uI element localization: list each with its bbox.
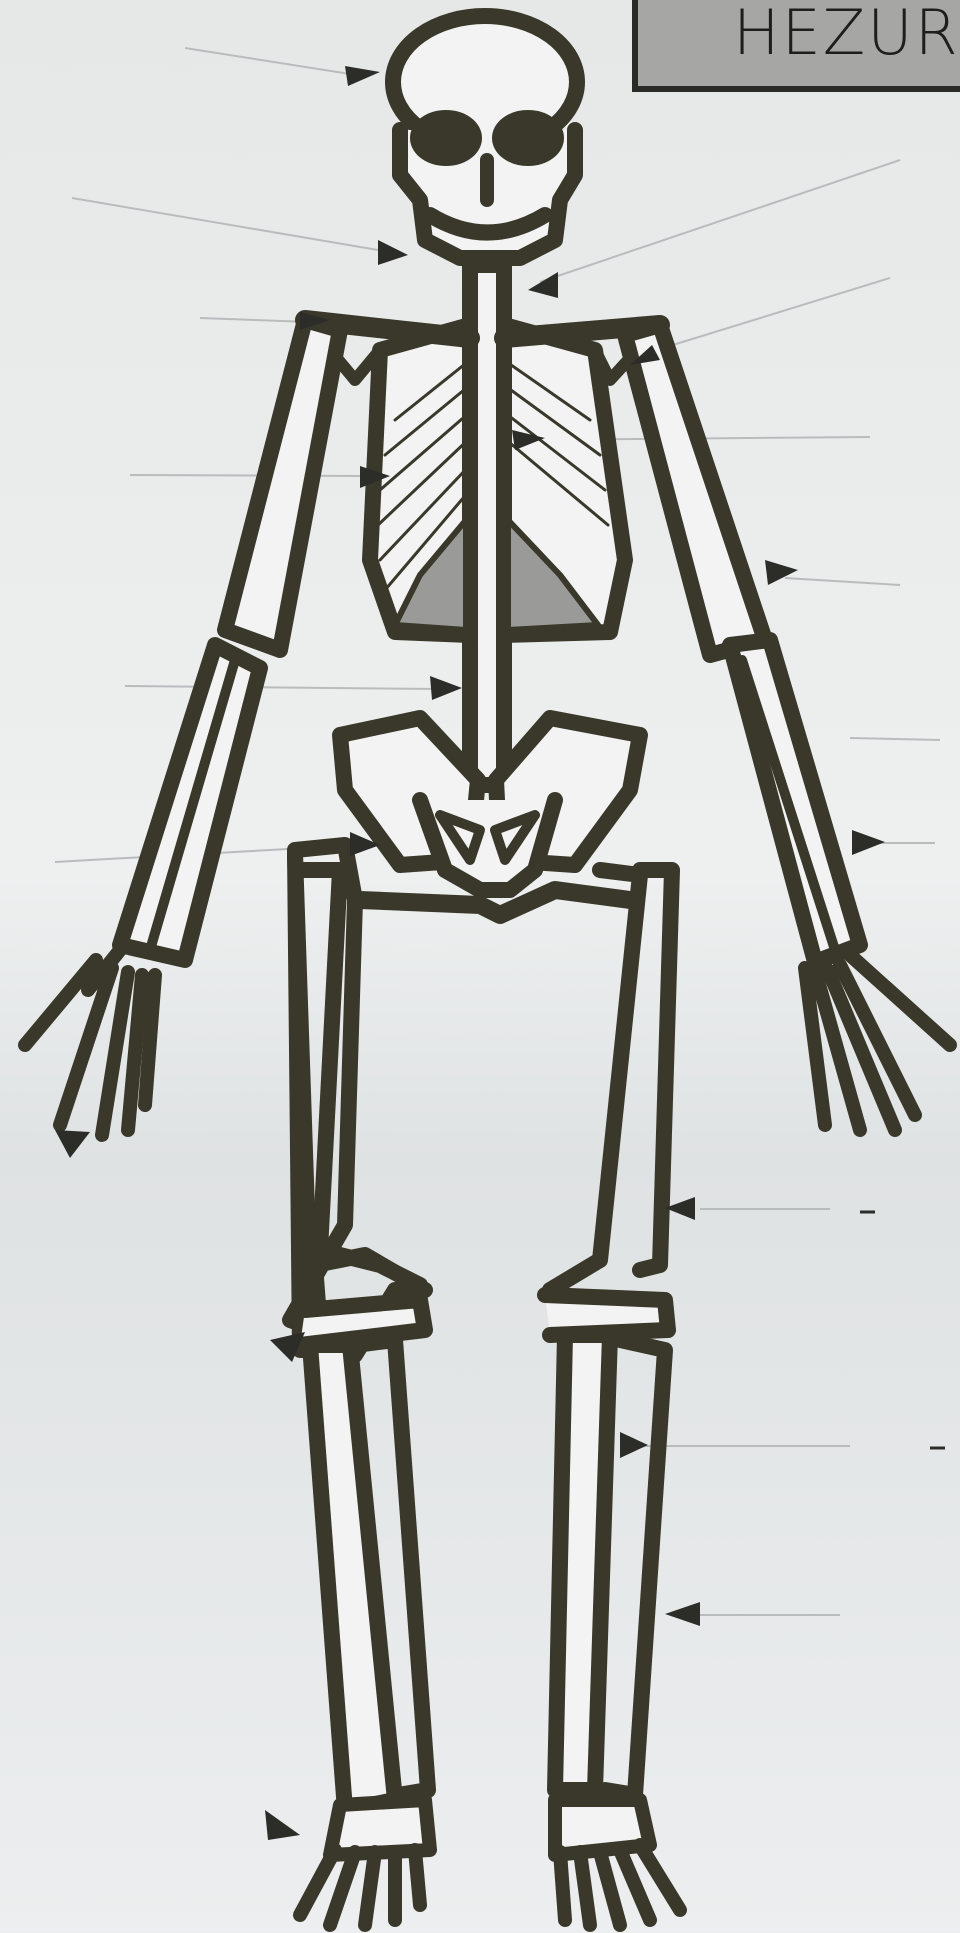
pointer-tibia <box>665 1602 700 1626</box>
pointer-jaw <box>378 240 408 265</box>
humerus-right <box>625 325 765 655</box>
label-line-radius <box>850 738 940 740</box>
label-line-scapula <box>650 278 890 352</box>
label-line-clavicle <box>200 318 310 322</box>
margin-dashes <box>860 1212 945 1448</box>
label-line-vertebra <box>125 686 440 689</box>
label-line-skull <box>185 48 350 74</box>
label-line-jaw <box>72 198 378 250</box>
label-line-spine-top <box>540 160 900 282</box>
leg-right <box>545 870 680 1925</box>
pointer-ulna <box>852 830 885 855</box>
pointer-hand <box>55 1130 90 1158</box>
pointer-fibula <box>620 1432 648 1458</box>
pointer-spine-top <box>528 272 558 298</box>
pointer-foot <box>265 1810 300 1840</box>
leg-left <box>290 845 430 1925</box>
foot-right <box>555 1800 680 1925</box>
foot-left <box>300 1800 430 1925</box>
pointer-vertebra <box>430 676 462 700</box>
pointer-skull <box>345 66 380 86</box>
tibia-left <box>310 1345 395 1810</box>
tibia-right <box>555 1335 610 1790</box>
label-line-ribs-left <box>130 475 360 476</box>
skull <box>393 16 577 258</box>
ribcage <box>370 325 625 635</box>
humerus-left <box>225 320 340 650</box>
hand-right <box>805 955 950 1130</box>
hand-left <box>25 950 155 1135</box>
label-line-humerus <box>785 578 900 585</box>
pointer-humerus <box>765 560 798 585</box>
eye-socket-right <box>500 118 556 158</box>
eye-socket-left <box>418 118 474 158</box>
